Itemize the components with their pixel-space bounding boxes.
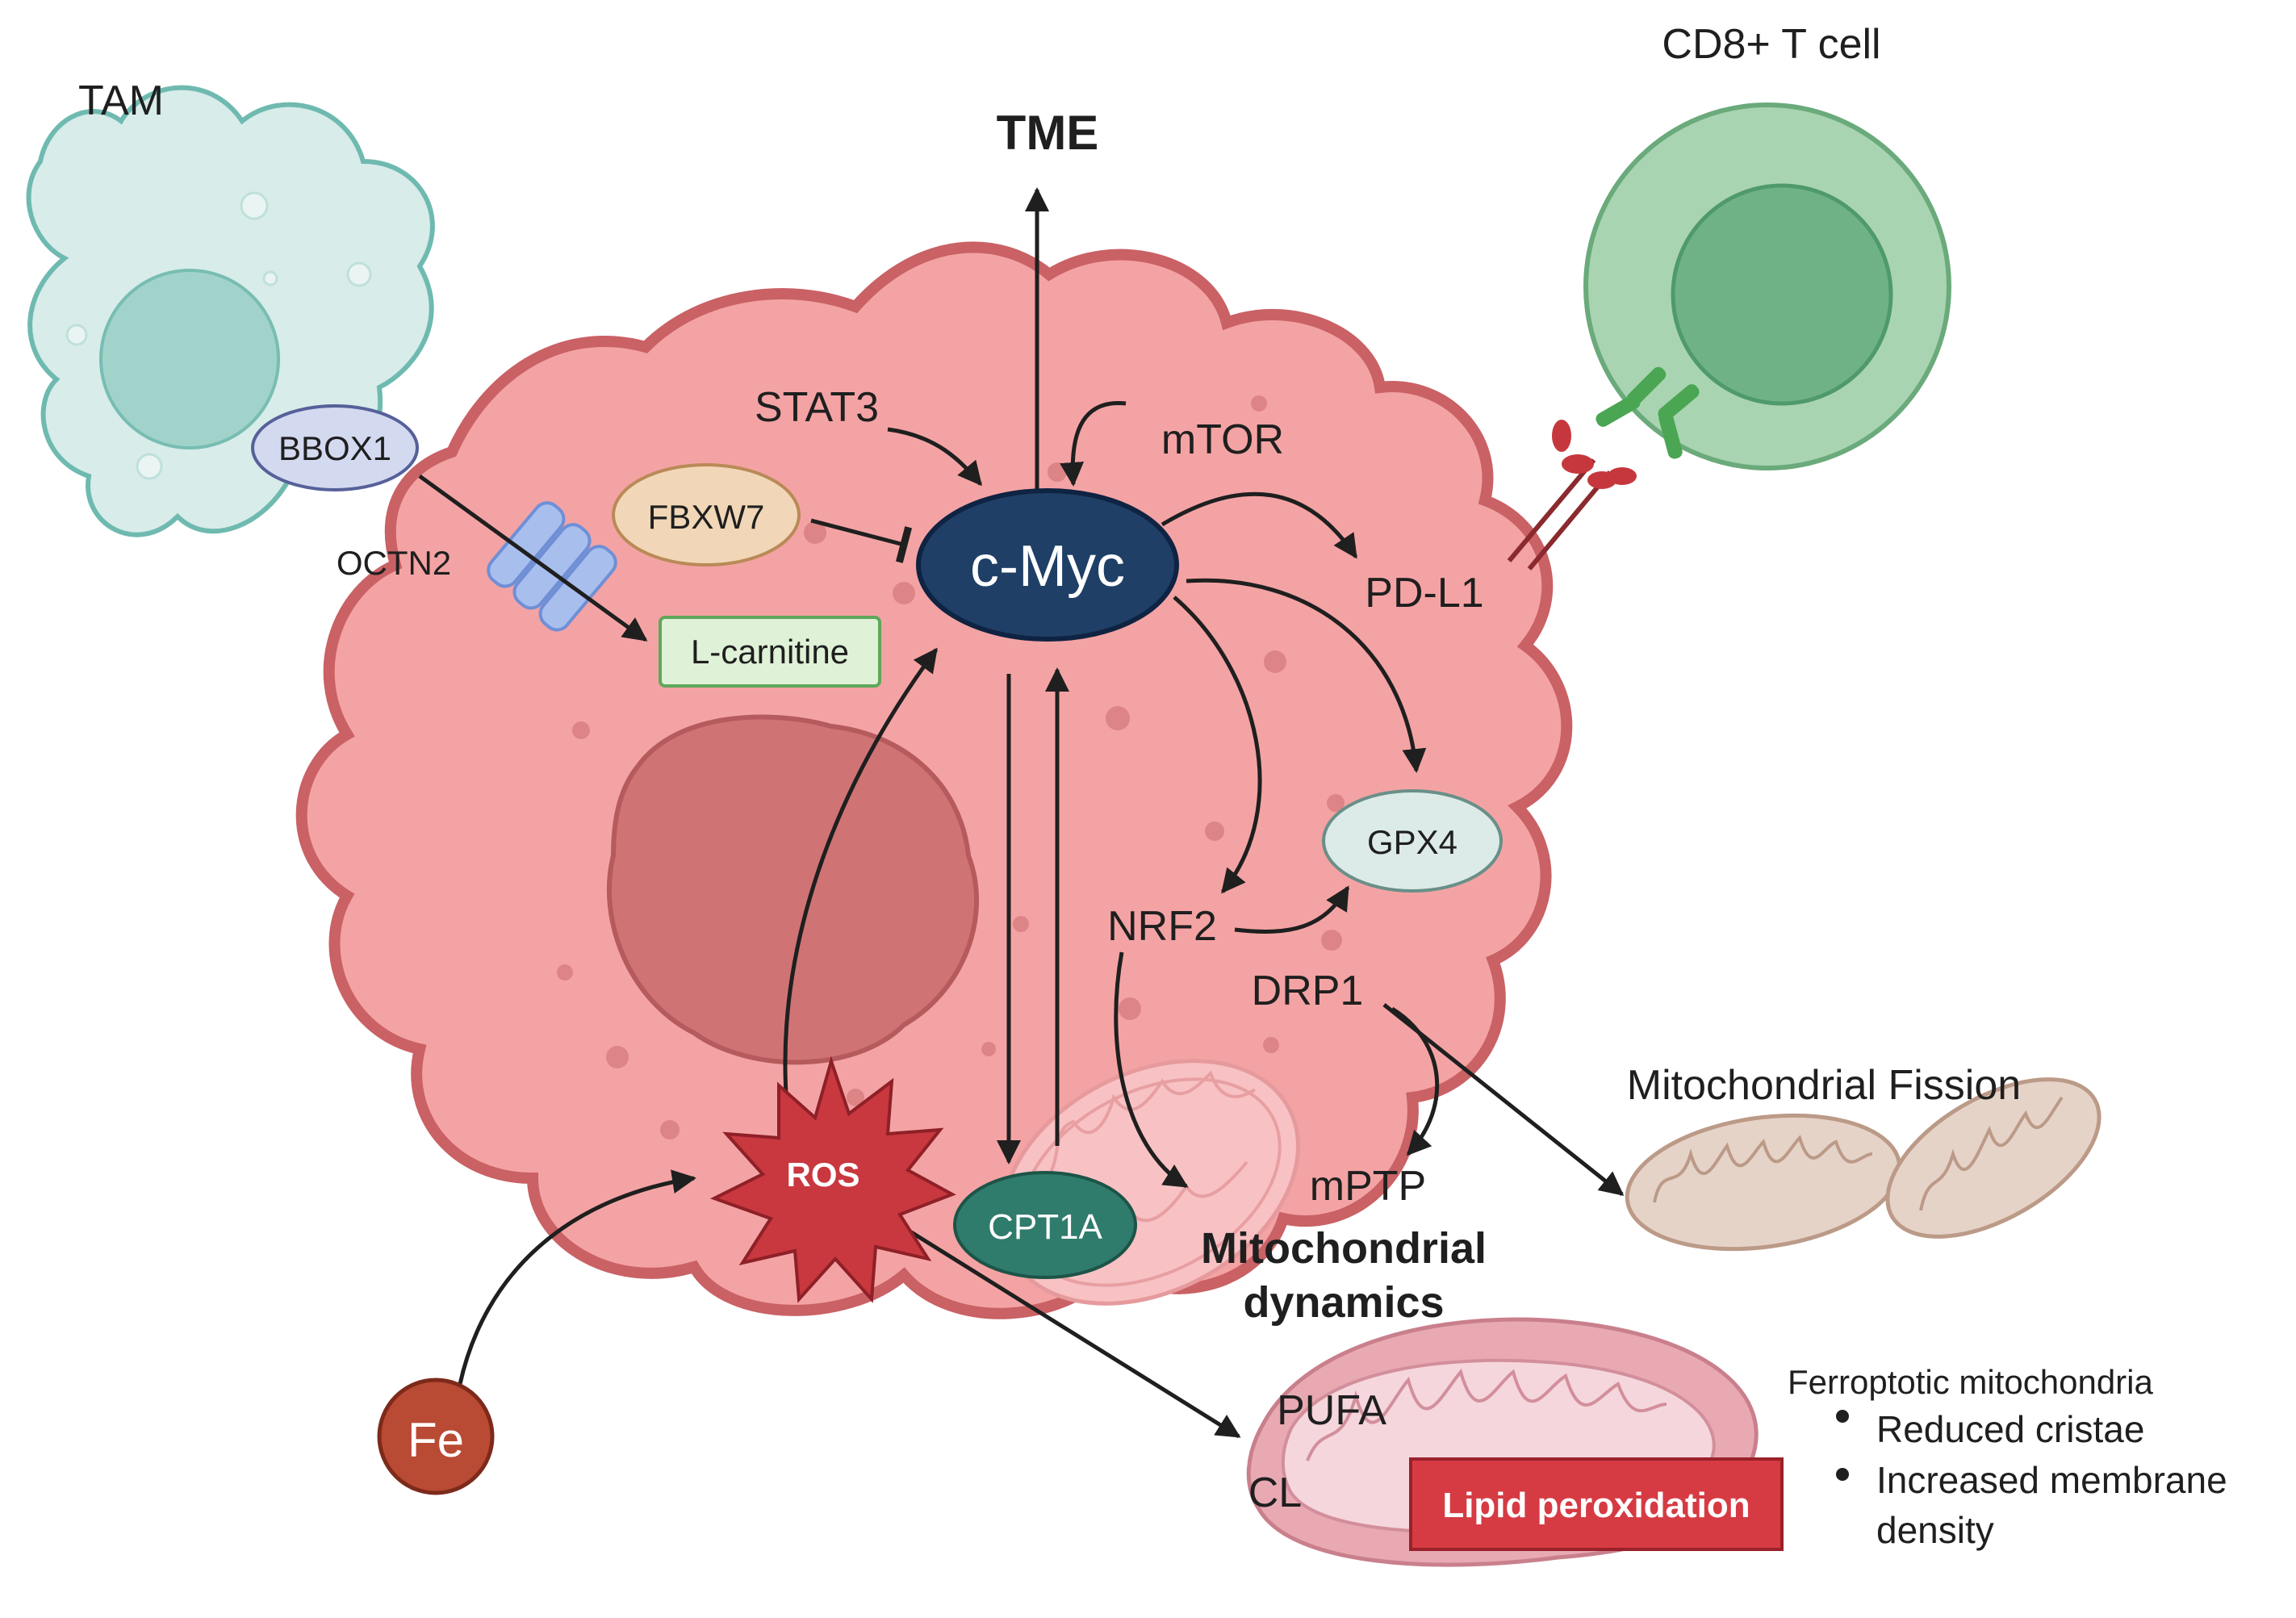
- cd8-label: CD8+ T cell: [1662, 21, 1880, 68]
- octn2-transporter: [487, 501, 617, 632]
- ferroptotic-bullet-2-line-1: Increased membrane: [1876, 1459, 2227, 1501]
- bbox1-node: BBOX1: [251, 404, 419, 491]
- gpx4-node: GPX4: [1322, 789, 1503, 893]
- fe-label: Fe: [408, 1413, 464, 1467]
- lcarnitine-label: L-carnitine: [691, 633, 849, 671]
- pathway-arrows: [418, 187, 1625, 1505]
- tam-label: TAM: [78, 77, 164, 124]
- bullet-dot: [1836, 1410, 1849, 1423]
- mtor-label: mTOR: [1161, 416, 1284, 463]
- ros-node: ROS: [709, 1056, 956, 1303]
- tam-nucleus: [99, 269, 280, 449]
- lipid-peroxidation-label: Lipid peroxidation: [1442, 1486, 1750, 1525]
- mito-dynamics-label-2: dynamics: [1243, 1278, 1444, 1327]
- ferroptotic-title: Ferroptotic mitochondria: [1788, 1363, 2153, 1401]
- pd1-pdl1-receptors: [1507, 366, 1700, 571]
- bbox1-label: BBOX1: [278, 429, 391, 467]
- tcell-nucleus: [1671, 183, 1893, 406]
- stat3-label: STAT3: [755, 384, 879, 431]
- mito-dynamics-label-1: Mitochondrial: [1201, 1224, 1487, 1273]
- cpt1a-node: CPT1A: [953, 1171, 1137, 1279]
- mito-fission-label: Mitochondrial Fission: [1627, 1062, 2021, 1109]
- tme-label: TME: [997, 106, 1099, 160]
- ferroptotic-bullet-2-line-2: density: [1876, 1509, 1994, 1551]
- fe-node: Fe: [377, 1378, 495, 1495]
- lipid-peroxidation-node: Lipid peroxidation: [1409, 1457, 1784, 1551]
- cpt1a-label: CPT1A: [988, 1207, 1102, 1247]
- cd8-t-cell: [1583, 102, 1951, 470]
- ferroptotic-legend: Ferroptotic mitochondria Reduced cristae…: [1788, 1363, 2227, 1551]
- pufa-label: PUFA: [1277, 1387, 1386, 1434]
- tumor-nucleus: [606, 714, 980, 1065]
- gpx4-label: GPX4: [1367, 823, 1457, 861]
- ros-label: ROS: [786, 1156, 859, 1194]
- fbxw7-node: FBXW7: [612, 463, 801, 567]
- bullet-dot: [1836, 1468, 1849, 1481]
- ferroptotic-bullet-1: Reduced cristae: [1876, 1408, 2144, 1450]
- nrf2-label: NRF2: [1107, 903, 1217, 950]
- lcarnitine-node: L-carnitine: [659, 616, 881, 688]
- cl-label: CL: [1248, 1470, 1302, 1516]
- fission-mitochondria: [1625, 1077, 2102, 1252]
- drp1-label: DRP1: [1252, 968, 1364, 1014]
- octn2-label: OCTN2: [337, 544, 451, 582]
- fbxw7-label: FBXW7: [648, 498, 765, 536]
- pdl1-label: PD-L1: [1365, 570, 1483, 617]
- cmyc-node: c-Myc: [916, 488, 1179, 642]
- mptp-label: mPTP: [1310, 1163, 1426, 1210]
- cmyc-label: c-Myc: [970, 534, 1125, 599]
